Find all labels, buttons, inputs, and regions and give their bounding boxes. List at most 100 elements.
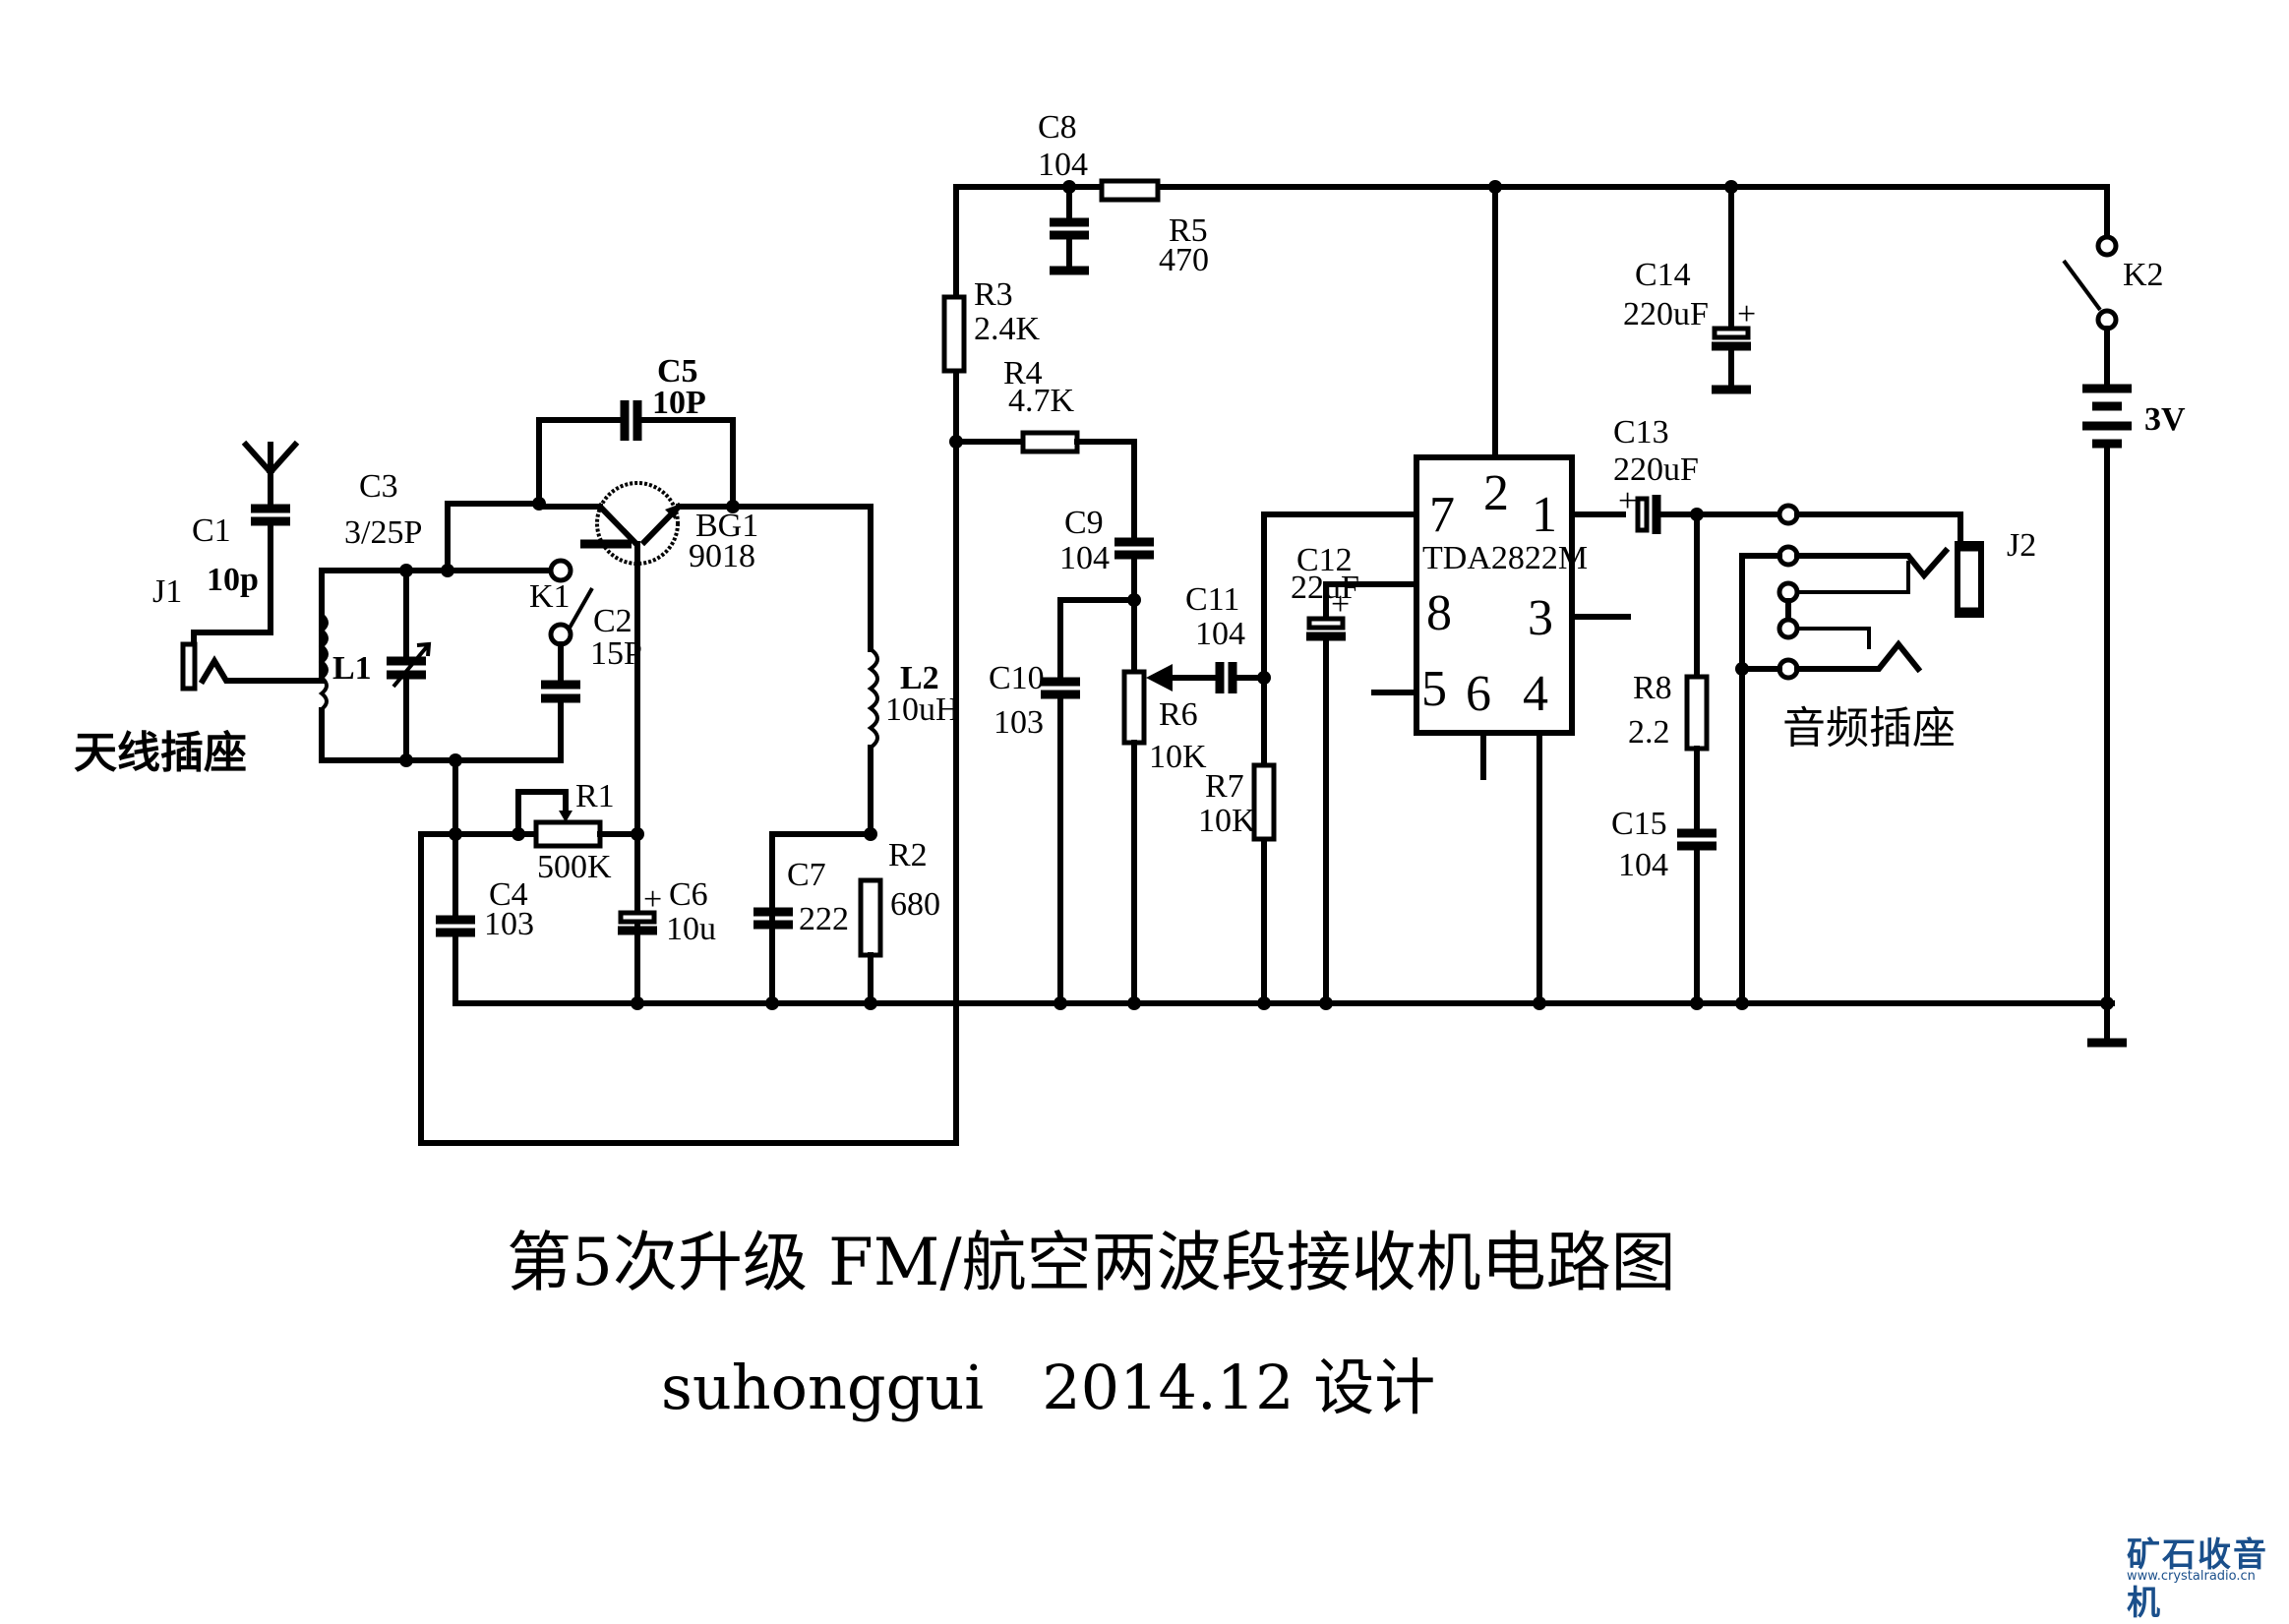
wire xyxy=(1057,597,1137,682)
c2-value: 15P xyxy=(590,635,642,672)
wire xyxy=(769,831,873,1006)
c13-ref: C13 xyxy=(1613,414,1669,451)
r1-value: 500K xyxy=(537,849,612,885)
battery-symbol xyxy=(2082,326,2132,1048)
resistor-r2 xyxy=(858,877,883,958)
k1-ref: K1 xyxy=(529,578,571,615)
wire xyxy=(418,184,959,1146)
c4-value: 103 xyxy=(484,906,534,942)
electrolytic-capacitor-c14: + xyxy=(1712,184,1756,394)
c13-value: 220uF xyxy=(1613,451,1699,488)
r5-ref: R5 xyxy=(1169,212,1208,249)
c15-value: 104 xyxy=(1618,847,1668,883)
wire xyxy=(1074,439,1137,542)
wire xyxy=(638,417,736,510)
r1-ref: R1 xyxy=(575,778,615,814)
j2-ref: J2 xyxy=(2007,527,2036,564)
electrolytic-capacitor-c12: + xyxy=(1306,586,1350,1006)
audio-jack-j2[interactable] xyxy=(1739,503,1984,1006)
c11-value: 104 xyxy=(1195,616,1245,652)
junction-dots xyxy=(399,180,2114,1010)
capacitor-c7 xyxy=(753,907,793,930)
r8-value: 2.2 xyxy=(1628,714,1670,751)
c5-ref: C5 xyxy=(657,353,698,390)
ic-pin-5: 5 xyxy=(1421,661,1447,717)
r6-ref: R6 xyxy=(1159,696,1198,733)
c1-value: 10p xyxy=(207,562,259,598)
c8-ref: C8 xyxy=(1038,109,1077,146)
r7-ref: R7 xyxy=(1205,768,1244,805)
c15-ref: C15 xyxy=(1611,806,1667,842)
c14-ref: C14 xyxy=(1635,257,1691,293)
switch-k2[interactable] xyxy=(2062,259,2102,312)
c9-ref: C9 xyxy=(1064,505,1104,541)
ic-pin-8: 8 xyxy=(1426,585,1452,641)
wire xyxy=(319,707,564,763)
diagram-title: 第5次升级 FM/航空两波段接收机电路图 xyxy=(507,1225,1676,1300)
plus-sign: + xyxy=(1737,296,1756,332)
r3-ref: R3 xyxy=(974,276,1013,313)
wire xyxy=(445,501,542,573)
j1-ref: J1 xyxy=(152,573,182,610)
resistor-r3 xyxy=(941,294,967,374)
c7-value: 222 xyxy=(799,901,849,937)
capacitor-c10 xyxy=(1041,677,1080,1006)
resistor-r8 xyxy=(1684,674,1710,752)
capacitor-c1 xyxy=(191,504,290,652)
plus-sign: + xyxy=(1331,586,1350,623)
bg1-value: 9018 xyxy=(689,538,755,574)
r5-value: 470 xyxy=(1159,242,1209,278)
circuit-schematic: C1 10p J1 天线插座 L1 C3 3/25P K1 C2 15P C5 … xyxy=(74,109,2186,1146)
c14-value: 220uF xyxy=(1623,296,1709,332)
inductor-l2 xyxy=(867,647,879,750)
c11-ref: C11 xyxy=(1185,581,1239,618)
r2-value: 680 xyxy=(890,886,940,923)
variable-capacitor-c3 xyxy=(387,568,432,763)
c10-ref: C10 xyxy=(989,660,1045,696)
capacitor-c11 xyxy=(1215,662,1237,693)
r6-value: 10K xyxy=(1149,739,1207,775)
l1-ref: L1 xyxy=(332,650,372,687)
ic-pin-4: 4 xyxy=(1523,666,1548,722)
antenna-jack-label: 天线插座 xyxy=(74,728,247,778)
c10-value: 103 xyxy=(994,704,1044,741)
c4-ref: C4 xyxy=(489,876,528,913)
c9-value: 104 xyxy=(1059,540,1110,576)
c3-ref: C3 xyxy=(359,468,398,505)
c12-value: 22uF xyxy=(1291,570,1359,606)
switch-k1[interactable] xyxy=(567,587,594,631)
resistor-r4 xyxy=(1020,430,1080,454)
r8-ref: R8 xyxy=(1633,670,1672,706)
wire xyxy=(536,417,623,507)
bg1-ref: BG1 xyxy=(695,508,758,544)
volume-potentiometer-r6[interactable] xyxy=(1121,664,1173,746)
r3-value: 2.4K xyxy=(974,311,1041,347)
plus-sign: + xyxy=(1618,483,1637,519)
antenna-jack-j1 xyxy=(180,641,323,692)
capacitor-c2 xyxy=(541,641,580,763)
k1-terminal xyxy=(548,558,573,583)
l2-value: 10uH xyxy=(885,692,960,728)
r2-ref: R2 xyxy=(888,837,928,873)
inductor-l1 xyxy=(318,613,329,711)
k2-ref: K2 xyxy=(2123,257,2164,293)
ic-pin-6: 6 xyxy=(1466,666,1491,722)
r4-value: 4.7K xyxy=(1008,383,1075,419)
antenna-symbol xyxy=(241,440,300,507)
ic-pin-3: 3 xyxy=(1528,590,1553,646)
c7-ref: C7 xyxy=(787,857,826,893)
capacitor-c4 xyxy=(436,831,475,1006)
electrolytic-capacitor-c13: + xyxy=(1618,483,1661,534)
capacitor-c15 xyxy=(1677,828,1717,1006)
ic-pin-7: 7 xyxy=(1429,487,1455,543)
l2-ref: L2 xyxy=(900,660,939,696)
k2-terminal xyxy=(2095,234,2119,258)
watermark-url: www.crystalradio.cn xyxy=(2127,1569,2256,1584)
resistor-r7 xyxy=(1251,762,1277,842)
potentiometer-r1[interactable] xyxy=(515,789,603,849)
c6-ref: C6 xyxy=(669,876,708,913)
plus-sign: + xyxy=(643,881,662,918)
r7-value: 10K xyxy=(1198,803,1256,839)
c8-value: 104 xyxy=(1038,147,1088,183)
ic-part-number: TDA2822M xyxy=(1422,540,1588,576)
